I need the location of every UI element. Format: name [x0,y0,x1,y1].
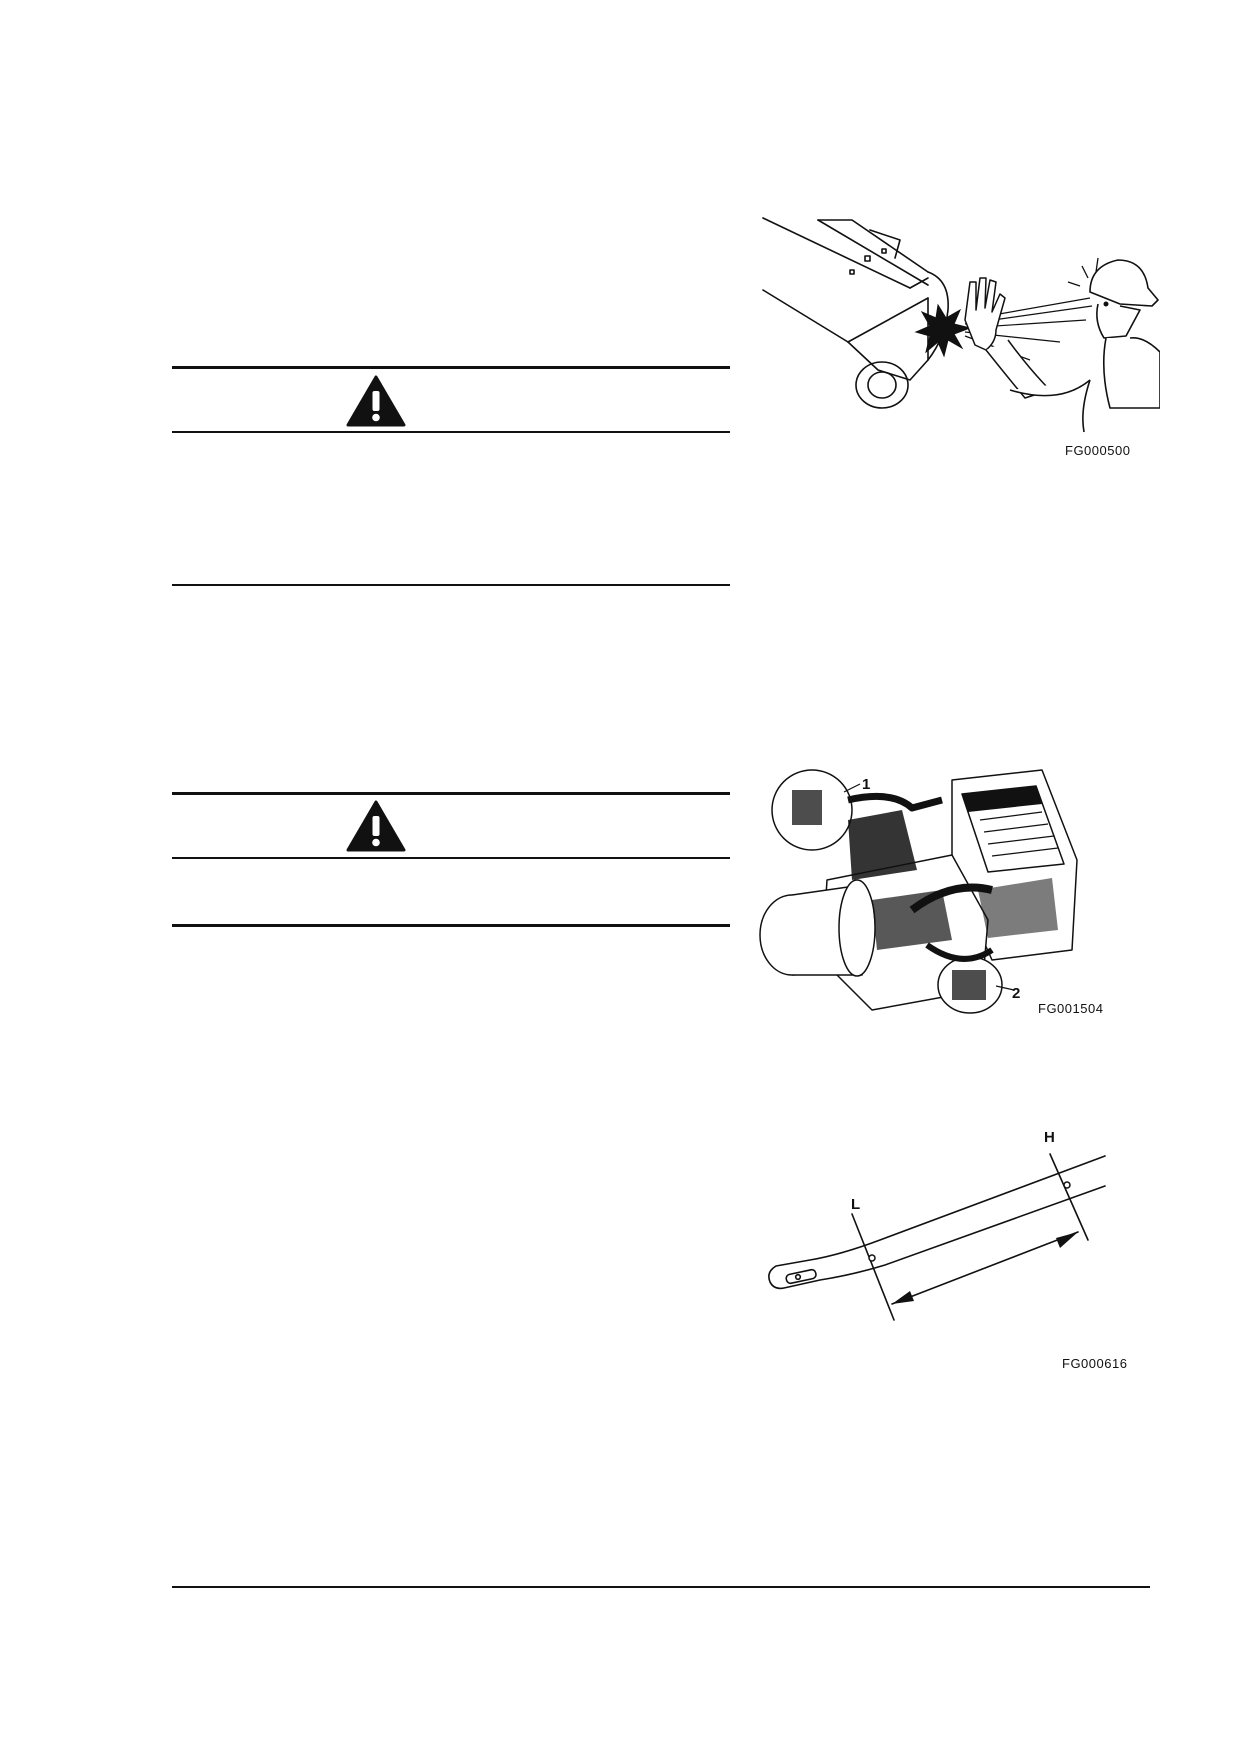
warning-box-2-top-rule [172,792,730,795]
warning-box-2-bottom-rule [172,924,730,927]
figure-id-fg001504: FG001504 [1038,1001,1104,1016]
dipstick-mark-h: H [1044,1129,1055,1146]
warning-triangle-icon [346,375,406,427]
boom-flying-debris-illustration [762,217,1160,433]
figure-id-fg000500: FG000500 [1065,443,1131,458]
dipstick-illustration [768,1153,1106,1321]
warning-triangle-icon [346,800,406,852]
warning-box-1-bottom-rule [172,584,730,586]
footer-rule [172,1586,1150,1588]
figure-id-fg000616: FG000616 [1062,1356,1128,1371]
callout-2: 2 [1012,985,1021,1002]
warning-box-2-middle-rule [172,857,730,859]
callout-1: 1 [862,776,871,793]
dipstick-mark-l: L [851,1196,861,1213]
warning-box-1-middle-rule [172,431,730,433]
warning-box-1-top-rule [172,366,730,369]
engine-compartment-illustration [759,769,1078,1014]
